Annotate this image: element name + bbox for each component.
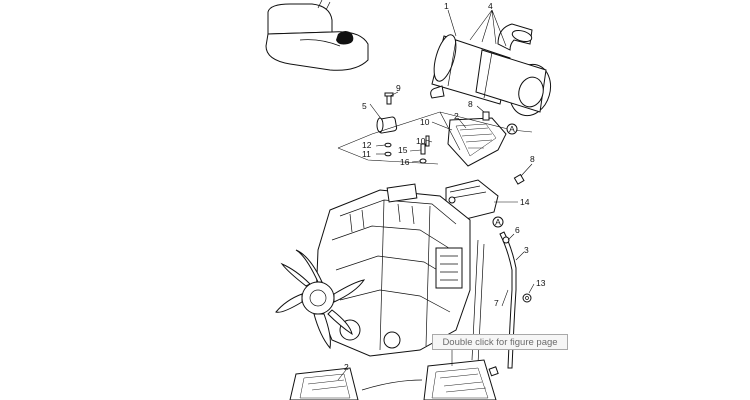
leader-lines — [337, 9, 535, 381]
callout-8-top: 8 — [468, 99, 473, 109]
cooling-fan — [275, 249, 366, 350]
engine-assembly — [315, 183, 471, 357]
svg-text:A: A — [495, 217, 501, 227]
callout-9: 9 — [396, 83, 401, 93]
muffler-bracket — [447, 111, 507, 167]
callout-2-upper: 2 — [454, 111, 459, 121]
callout-12: 12 — [362, 140, 372, 150]
connector-line — [361, 379, 423, 391]
figure-page-tooltip: Double click for figure page — [432, 334, 568, 350]
washers-12-11 — [384, 142, 392, 157]
muffler — [430, 23, 552, 117]
callout-3: 3 — [524, 245, 529, 255]
callout-13: 13 — [536, 278, 546, 288]
callout-7: 7 — [494, 298, 499, 308]
callout-4: 4 — [488, 1, 493, 11]
callout-10-lower: 10 — [416, 136, 426, 146]
nut-13 — [522, 293, 532, 303]
callout-16: 16 — [400, 157, 410, 167]
bottom-bracket-left — [289, 367, 359, 400]
callout-1: 1 — [444, 1, 449, 11]
operator-seat — [265, 0, 369, 71]
reference-mark-a-pipe: A — [492, 216, 504, 228]
callout-14: 14 — [520, 197, 530, 207]
bolt-8-right — [513, 173, 525, 185]
callout-2-bottom-left: 2 — [344, 362, 349, 372]
bolt-9 — [384, 92, 394, 105]
callout-6: 6 — [515, 225, 520, 235]
seat-lock-icon — [336, 31, 354, 45]
callout-5: 5 — [362, 101, 367, 111]
callout-8-right: 8 — [530, 154, 535, 164]
adapter-pipe — [376, 116, 398, 134]
svg-text:A: A — [509, 124, 515, 134]
callout-10-upper: 10 — [420, 117, 430, 127]
callout-15: 15 — [398, 145, 408, 155]
callout-11: 11 — [362, 149, 371, 159]
bottom-bracket-right — [423, 359, 499, 400]
reference-mark-a-top: A — [506, 123, 518, 135]
